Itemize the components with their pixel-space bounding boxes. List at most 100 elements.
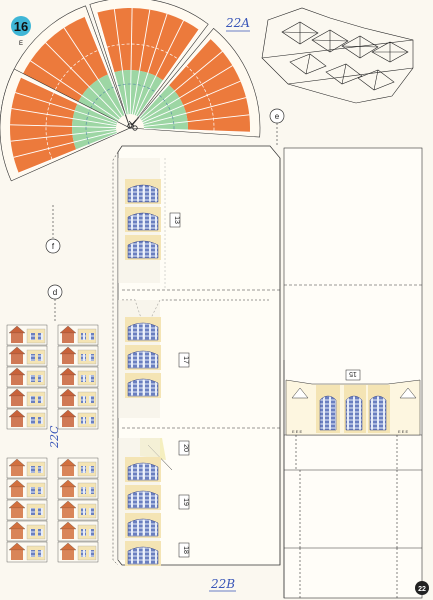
fan-rib <box>11 108 117 127</box>
gothic-window <box>125 179 161 204</box>
house-piece <box>57 345 99 367</box>
svg-text:19: 19 <box>182 498 189 506</box>
svg-text:E E E: E E E <box>398 429 409 434</box>
handwritten-label-left: 22C <box>48 425 61 449</box>
fan-rib <box>15 92 117 125</box>
fan-rib <box>133 13 168 115</box>
fan-rib <box>143 128 250 133</box>
marker-f: f <box>45 238 61 254</box>
fan-rib <box>142 80 241 123</box>
fan-rib <box>84 16 126 116</box>
house-piece <box>57 478 99 500</box>
house-piece <box>6 541 48 563</box>
gothic-window <box>125 235 161 260</box>
house-pieces <box>6 324 99 563</box>
fan-fold-line <box>45 92 55 160</box>
svg-text:E E E: E E E <box>292 429 303 434</box>
roof-line-drawing <box>261 7 414 104</box>
strip-windows <box>125 179 161 566</box>
svg-text:17: 17 <box>182 356 189 364</box>
fan-blade <box>168 38 250 133</box>
house-piece <box>57 520 99 542</box>
fan-rib <box>96 12 127 115</box>
fan-fold-line <box>106 43 179 60</box>
gothic-window <box>125 457 161 482</box>
fan-fold-line <box>159 95 175 130</box>
fan-rib <box>129 8 133 115</box>
house-piece <box>57 499 99 521</box>
sheet-number-badge: 16 E <box>11 16 31 47</box>
fan-rib <box>13 130 117 158</box>
handwritten-label-bottom: 22B <box>210 577 235 591</box>
facade-15: E E E E E E <box>285 379 421 436</box>
house-piece <box>57 541 99 563</box>
fan-rib <box>30 60 119 121</box>
part-number-20: 20 <box>178 440 190 456</box>
part-number-18: 18 <box>178 542 190 558</box>
part-number-13: 13 <box>169 212 181 228</box>
gothic-window <box>125 317 161 342</box>
house-piece <box>6 408 48 430</box>
house-piece <box>6 345 48 367</box>
fan-rib <box>135 20 184 116</box>
fan-rib <box>143 97 247 125</box>
gothic-window <box>125 513 161 538</box>
house-piece <box>57 324 99 346</box>
fan-rib <box>143 114 250 127</box>
svg-text:e: e <box>275 112 280 121</box>
house-piece <box>6 366 48 388</box>
fan-rib <box>141 65 233 122</box>
svg-text:f: f <box>52 242 55 251</box>
part-number-17: 17 <box>178 352 190 368</box>
sheet-subtext: E <box>19 41 23 47</box>
fan-rib <box>139 38 211 118</box>
sheet-number: 16 <box>14 19 28 34</box>
fan-rib <box>131 9 151 115</box>
fan-hub <box>114 70 164 117</box>
house-piece <box>6 499 48 521</box>
svg-text:d: d <box>53 288 57 297</box>
house-piece <box>6 457 48 479</box>
house-piece <box>57 457 99 479</box>
part-number-15: 15 <box>345 369 361 381</box>
svg-text:18: 18 <box>182 546 189 554</box>
gothic-window <box>125 485 161 510</box>
fan-rib <box>113 8 129 115</box>
house-piece <box>57 408 99 430</box>
gothic-window <box>125 345 161 370</box>
fan-rib <box>18 132 118 174</box>
marker-e: e <box>269 108 285 124</box>
gothic-window <box>125 207 161 232</box>
fan-rib <box>10 129 117 142</box>
page-number-badge: 22 <box>415 581 429 595</box>
fan-rib <box>63 27 123 117</box>
fan-rib <box>10 124 117 129</box>
fan-blade <box>9 77 78 173</box>
fan-hub <box>72 103 118 150</box>
svg-text:13: 13 <box>173 216 180 224</box>
gothic-window <box>125 541 161 566</box>
house-piece <box>6 324 48 346</box>
svg-text:15: 15 <box>349 370 357 377</box>
fan-fold-line <box>85 109 91 145</box>
scissors-icon <box>127 119 138 131</box>
house-piece <box>6 478 48 500</box>
marker-d: d <box>47 284 63 300</box>
fan-rib <box>140 51 223 120</box>
svg-text:20: 20 <box>182 444 189 452</box>
house-piece <box>6 387 48 409</box>
fan-fold-line <box>117 83 156 93</box>
part-number-19: 19 <box>178 494 190 510</box>
fan-blade <box>96 7 199 81</box>
fan-piece <box>0 0 261 182</box>
fan-fold-line <box>185 65 215 131</box>
house-piece <box>6 520 48 542</box>
handwritten-label-top: 22A <box>225 16 250 30</box>
house-piece <box>57 366 99 388</box>
fan-rib <box>137 29 200 117</box>
fan-rib <box>21 76 118 123</box>
page-number: 22 <box>418 586 426 593</box>
gothic-window <box>125 373 161 398</box>
fan-rib <box>45 42 121 119</box>
